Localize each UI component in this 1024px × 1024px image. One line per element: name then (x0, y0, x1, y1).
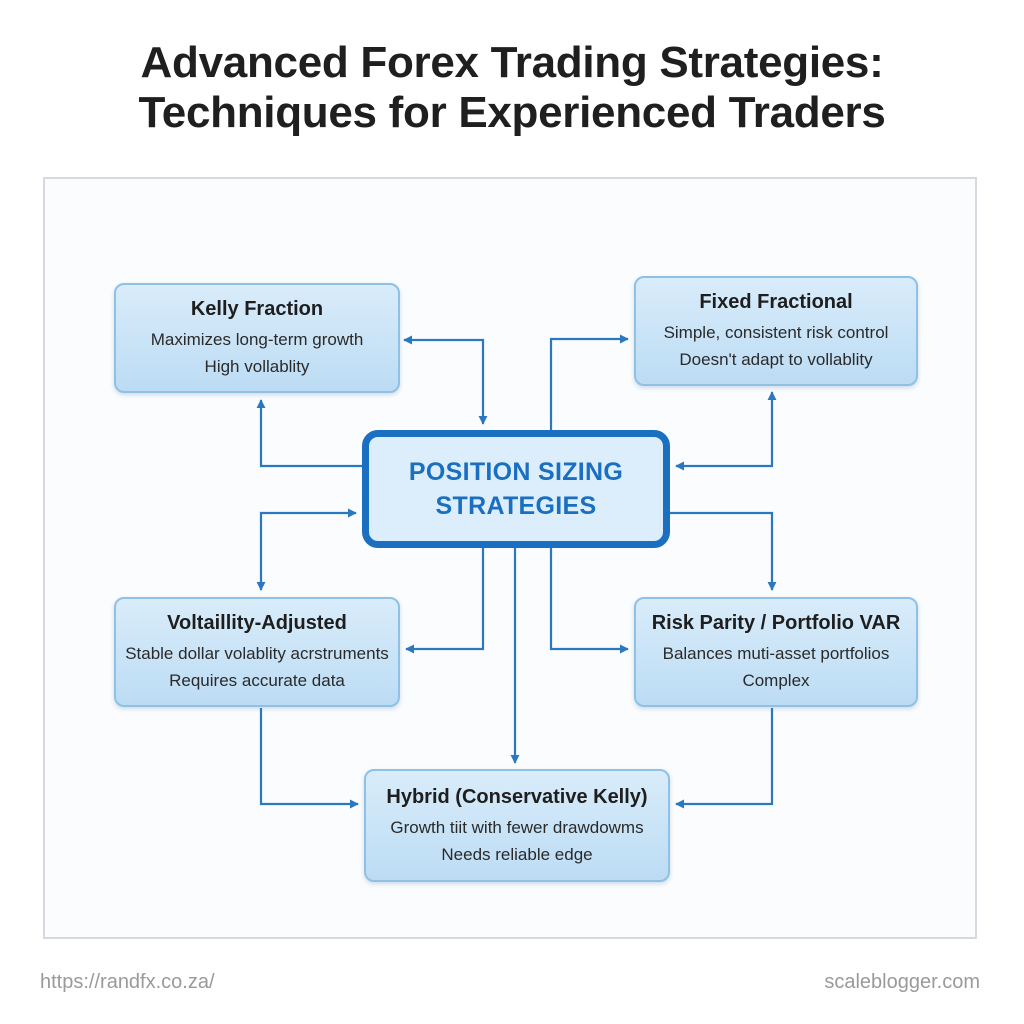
center-line-2: STRATEGIES (435, 492, 597, 520)
connector-center-fixed-up (549, 334, 629, 430)
node-riskparity-line-2: Complex (742, 671, 810, 690)
connector-center-riskparity-down (549, 548, 629, 654)
node-volatility-heading: Voltaillity-Adjusted (167, 612, 347, 634)
node-hybrid: Hybrid (Conservative Kelly) Growth tiit … (364, 769, 670, 882)
title-line-2: Techniques for Experienced Traders (138, 88, 886, 137)
connector-center-riskparity-right (670, 511, 777, 591)
title-line-1: Advanced Forex Trading Strategies: (140, 38, 884, 87)
connector-volatility-center-left (256, 508, 357, 591)
connector-volatility-hybrid (259, 708, 359, 809)
node-fixed-heading: Fixed Fractional (699, 291, 853, 313)
node-fixed-fractional: Fixed Fractional Simple, consistent risk… (634, 276, 918, 386)
connector-riskparity-hybrid (675, 708, 774, 809)
node-kelly-heading: Kelly Fraction (190, 298, 324, 320)
connector-fixed-center-down (675, 391, 777, 471)
connector-kelly-center-right (403, 335, 488, 425)
node-kelly-line-1: Maximizes long-term growth (150, 330, 364, 349)
node-volatility-line-1: Stable dollar volablity acrstruments (125, 644, 389, 663)
center-line-1: POSITION SIZING (408, 458, 624, 486)
node-kelly-line-2: High vollablity (204, 357, 310, 376)
page-title: Advanced Forex Trading Strategies: Techn… (0, 38, 1024, 138)
connector-center-kelly-up (256, 399, 362, 468)
node-hybrid-line-2: Needs reliable edge (441, 844, 593, 864)
node-riskparity-heading: Risk Parity / Portfolio VAR (651, 612, 901, 634)
node-hybrid-line-1: Growth tiit with fewer drawdowms (390, 817, 644, 837)
node-kelly-fraction: Kelly Fraction Maximizes long-term growt… (114, 283, 400, 393)
node-fixed-line-1: Simple, consistent risk control (663, 323, 889, 342)
node-position-sizing-strategies: POSITION SIZING STRATEGIES (362, 430, 670, 548)
node-fixed-line-2: Doesn't adapt to vollablity (679, 350, 873, 369)
connector-center-volatility-down (405, 548, 485, 654)
footer-source-url: https://randfx.co.za/ (40, 971, 215, 993)
node-riskparity-line-1: Balances muti-asset portfolios (662, 644, 890, 663)
footer-brand: scaleblogger.com (824, 971, 980, 993)
node-risk-parity: Risk Parity / Portfolio VAR Balances mut… (634, 597, 918, 707)
node-volatility-line-2: Requires accurate data (169, 671, 345, 690)
node-hybrid-heading: Hybrid (Conservative Kelly) (386, 785, 648, 808)
node-volatility-adjusted: Voltaillity-Adjusted Stable dollar volab… (114, 597, 400, 707)
